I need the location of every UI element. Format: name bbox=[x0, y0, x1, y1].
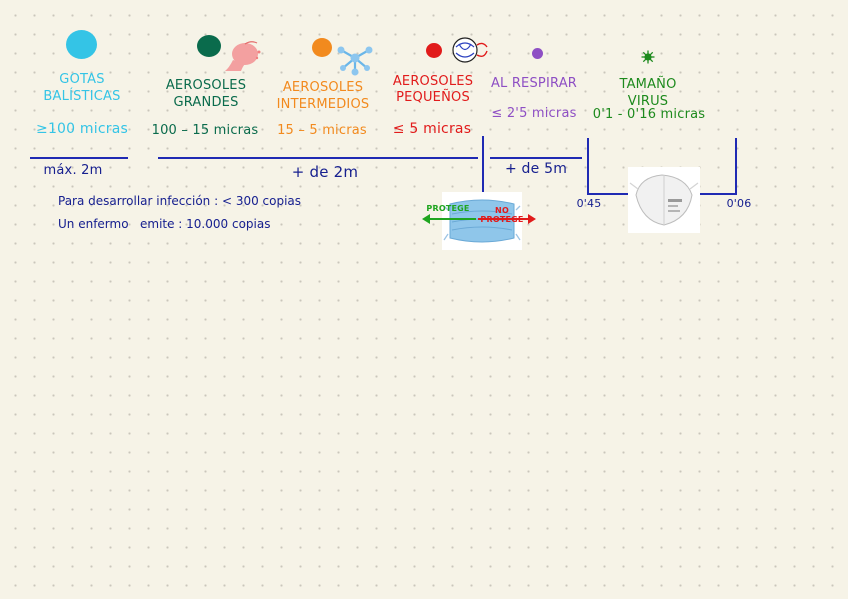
virus-title: TAMAÑO VIRUS bbox=[619, 77, 677, 109]
ffp2-mask-image bbox=[628, 167, 700, 233]
protege-arrow bbox=[422, 214, 476, 224]
respirar-size: ≤ 2'5 micras bbox=[491, 106, 577, 121]
person-sneeze-icon bbox=[225, 41, 261, 71]
plus5m-divider bbox=[482, 136, 484, 194]
surgical-mask-image bbox=[442, 192, 522, 250]
plus2m-label: + de 2m bbox=[291, 163, 359, 181]
intermedios-dot bbox=[312, 38, 332, 57]
respirar-title: AL RESPIRAR bbox=[490, 76, 578, 91]
scale-right-label: 0'06 bbox=[726, 197, 752, 210]
plus2m-line bbox=[158, 157, 478, 159]
pequenos-size: ≤ 5 micras bbox=[392, 121, 472, 137]
scale-right-line bbox=[700, 193, 737, 195]
virus-particle-icon bbox=[452, 37, 488, 63]
virus-icon bbox=[641, 50, 655, 64]
note-emite: Un enfermo emite : 10.000 copias bbox=[58, 217, 271, 231]
max2m-line bbox=[30, 157, 128, 159]
pequenos-dot bbox=[426, 43, 442, 58]
scale-left-line bbox=[587, 193, 631, 195]
no-protege-arrow bbox=[478, 214, 536, 224]
grandes-title: AEROSOLES GRANDES bbox=[165, 78, 247, 110]
pequenos-title: AEROSOLES PEQUEÑOS bbox=[392, 74, 474, 105]
respirar-dot bbox=[532, 48, 543, 59]
plus5m-label: + de 5m bbox=[504, 161, 568, 177]
grandes-dot bbox=[197, 35, 221, 57]
scale-left-tick bbox=[587, 138, 589, 194]
scale-right-tick bbox=[735, 138, 737, 195]
no-protege-label: NO PROTEGE bbox=[480, 206, 524, 224]
intermedios-size: 15 – 5 micras bbox=[277, 123, 367, 138]
virus-size: 0'1 - 0'16 micras bbox=[592, 107, 706, 122]
intermedios-title: AEROSOLES INTERMEDIOS bbox=[276, 80, 370, 112]
grandes-size: 100 – 15 micras bbox=[151, 123, 259, 138]
gotas-dot bbox=[66, 30, 97, 59]
protege-label: PROTEGE bbox=[426, 204, 470, 213]
scale-left-label: 0'45 bbox=[576, 197, 602, 210]
max2m-label: máx. 2m bbox=[43, 163, 103, 178]
note-infeccion: Para desarrollar infección : < 300 copia… bbox=[58, 194, 302, 208]
gotas-size: ≥100 micras bbox=[36, 121, 128, 137]
molecule-icon bbox=[337, 46, 373, 76]
gotas-title: GOTAS BALÍSTICAS bbox=[43, 72, 121, 104]
plus5m-line bbox=[490, 157, 582, 159]
